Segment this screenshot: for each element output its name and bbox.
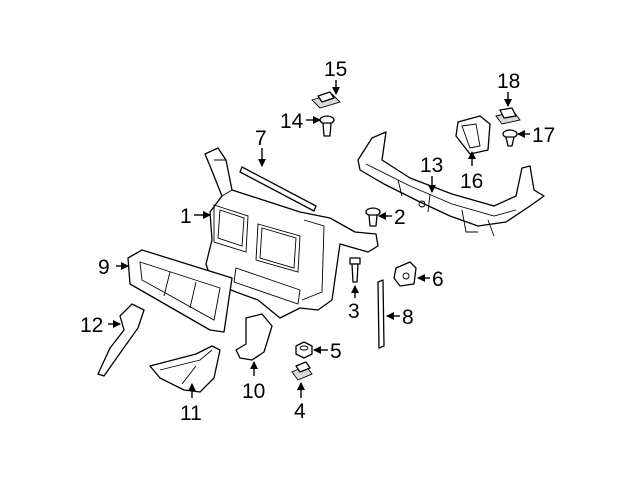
- callout-9: 9: [98, 256, 110, 279]
- callout-8: 8: [402, 306, 414, 329]
- part-12-duct: [97, 303, 145, 377]
- callout-1: 1: [180, 205, 192, 228]
- part-18-clip-nut: [495, 107, 521, 125]
- callout-10: 10: [242, 380, 265, 403]
- part-5-nut: [295, 341, 313, 359]
- callout-12: 12: [80, 314, 103, 337]
- leader-lines: [108, 80, 530, 398]
- callout-5: 5: [330, 340, 342, 363]
- part-14-screw: [319, 115, 335, 137]
- part-9-grille-frame: [127, 249, 233, 333]
- part-2-bolt: [365, 207, 381, 227]
- part-13-upper-tie-bar: [357, 131, 545, 237]
- part-6-bracket: [393, 261, 417, 287]
- part-3-bolt: [349, 257, 361, 283]
- callout-16: 16: [460, 170, 483, 193]
- part-7-seal-strip: [239, 166, 317, 212]
- callout-14: 14: [280, 110, 304, 133]
- callout-3: 3: [348, 300, 360, 323]
- callout-2: 2: [394, 206, 406, 229]
- callout-7: 7: [255, 127, 267, 150]
- part-10-air-guide: [235, 313, 273, 361]
- part-4-clip-nut: [291, 361, 313, 381]
- callout-17: 17: [532, 124, 555, 147]
- callout-11: 11: [180, 402, 202, 425]
- callout-labels: 1 2 3 4 5 6 7 8 9 10 11 12 13 14 15 16 1…: [80, 58, 555, 425]
- callout-6: 6: [432, 268, 444, 291]
- part-1-radiator-support: [204, 147, 379, 319]
- part-16-bracket: [455, 115, 491, 155]
- callout-13: 13: [420, 154, 443, 177]
- callout-4: 4: [294, 400, 306, 423]
- part-15-nut-plate: [311, 91, 341, 109]
- part-17-push-pin: [502, 129, 518, 147]
- callout-18: 18: [497, 70, 520, 93]
- part-11-lower-duct: [149, 345, 221, 393]
- callout-15: 15: [324, 58, 347, 81]
- part-8-side-seal: [377, 279, 385, 349]
